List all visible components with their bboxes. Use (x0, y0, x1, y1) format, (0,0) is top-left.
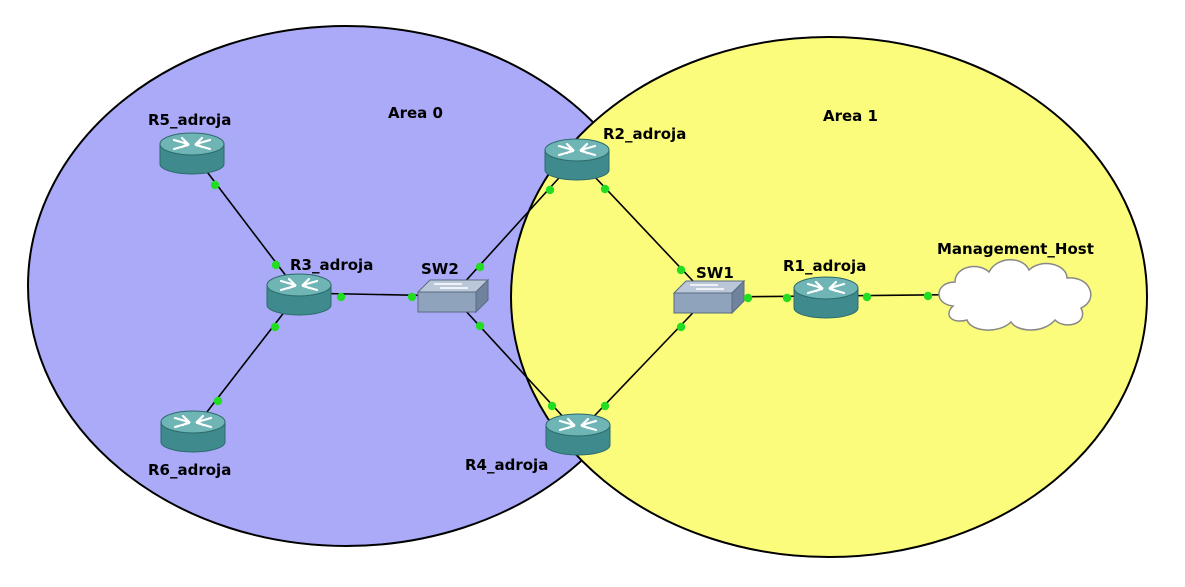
router-icon (160, 410, 226, 453)
port-dot (743, 293, 753, 303)
sw1-node[interactable] (672, 279, 746, 315)
r4-node[interactable] (545, 413, 611, 456)
node-label-r6: R6_adroja (148, 461, 231, 479)
port-dot (545, 185, 555, 195)
r1-node[interactable] (793, 276, 859, 319)
port-dot (210, 180, 220, 190)
switch-icon (672, 279, 746, 315)
port-dot (270, 322, 280, 332)
port-dot (407, 292, 417, 302)
router-icon (545, 413, 611, 456)
port-dot (547, 401, 557, 411)
sw2-node[interactable] (416, 278, 490, 314)
link-r5-r3 (191, 151, 300, 294)
port-dot (676, 265, 686, 275)
port-dot (600, 184, 610, 194)
node-label-sw1: SW1 (696, 264, 734, 282)
link-r4-sw1 (577, 296, 709, 434)
router-icon (793, 276, 859, 319)
area-0-label: Area 0 (388, 104, 443, 122)
link-sw2-r4 (451, 295, 579, 434)
router-icon (159, 132, 225, 175)
port-dot (336, 292, 346, 302)
node-label-mgmt: Management_Host (937, 240, 1094, 258)
node-label-sw2: SW2 (421, 260, 459, 278)
port-dot (676, 322, 686, 332)
router-icon (266, 273, 332, 316)
node-label-r1: R1_adroja (783, 257, 866, 275)
port-dot (475, 321, 485, 331)
r5-node[interactable] (159, 132, 225, 175)
port-dot (271, 260, 281, 270)
port-dot (213, 396, 223, 406)
r2-node[interactable] (544, 138, 610, 181)
link-r2-sw1 (576, 157, 709, 298)
mgmt-node[interactable] (938, 259, 1092, 331)
port-dot (600, 401, 610, 411)
node-label-r3: R3_adroja (290, 256, 373, 274)
router-icon (544, 138, 610, 181)
ports-layer (210, 180, 933, 411)
node-label-r2: R2_adroja (603, 125, 686, 143)
nodes-layer (159, 132, 1092, 456)
port-dot (475, 262, 485, 272)
switch-icon (416, 278, 490, 314)
r6-node[interactable] (160, 410, 226, 453)
cloud-icon (938, 259, 1092, 331)
r3-node[interactable] (266, 273, 332, 316)
node-label-r5: R5_adroja (148, 111, 231, 129)
port-dot (862, 292, 872, 302)
link-sw2-r2 (451, 157, 578, 297)
node-label-r4: R4_adroja (465, 456, 548, 474)
port-dot (782, 293, 792, 303)
link-r6-r3 (192, 292, 300, 431)
area-1-label: Area 1 (823, 107, 878, 125)
port-dot (923, 291, 933, 301)
